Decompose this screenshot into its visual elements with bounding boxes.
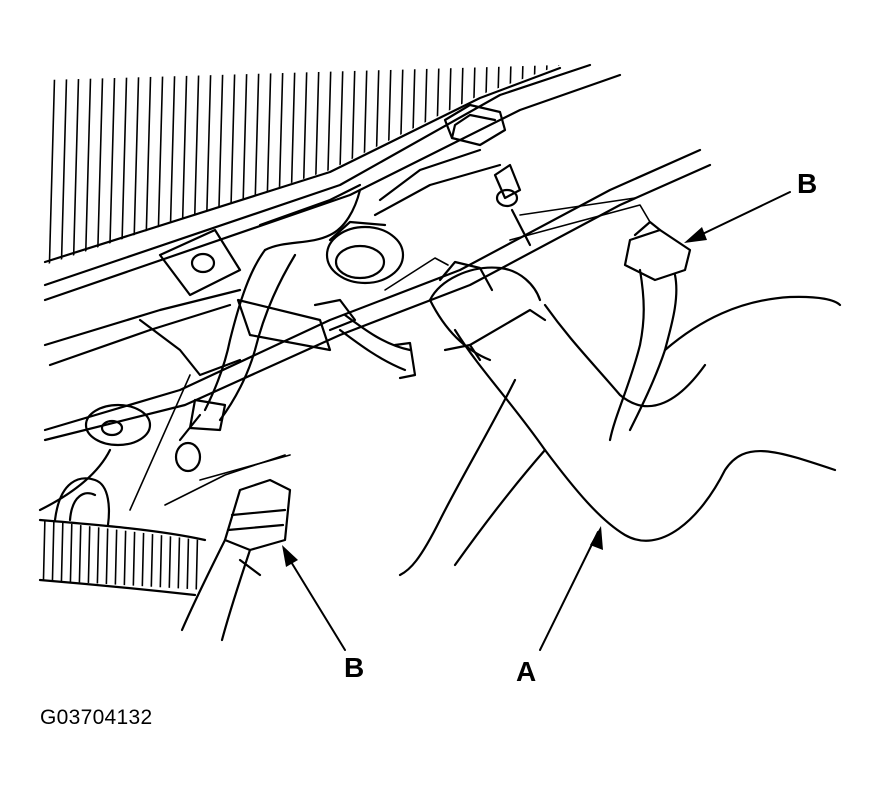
radiator-fin: [216, 65, 224, 265]
radiator-frame: [43, 63, 712, 442]
radiator-fin: [408, 65, 416, 265]
arrow-b-top: [689, 191, 791, 241]
corrugation-ridge: [150, 520, 154, 590]
corrugation-ridge: [141, 520, 145, 590]
radiator-fin: [384, 65, 392, 265]
radiator-fin: [60, 65, 68, 265]
radiator-fin: [168, 65, 176, 265]
mounting-bolt: [493, 163, 532, 247]
corrugation-ridge: [105, 520, 109, 590]
radiator-fin: [528, 65, 536, 265]
radiator-fin: [132, 65, 140, 265]
mounting-nut: [443, 103, 507, 147]
corrugation-ridge: [177, 520, 181, 590]
radiator-mount-bracket: [158, 228, 242, 297]
callout-arrows: [284, 191, 791, 651]
radiator-fin: [444, 65, 452, 265]
radiator-fin: [516, 65, 524, 265]
large-hose-a: [398, 260, 837, 577]
arrow-a: [539, 531, 599, 651]
corrugation-ridge: [42, 520, 46, 590]
radiator-fin: [552, 65, 560, 265]
corrugation-ridge: [96, 520, 100, 590]
radiator-fin: [300, 65, 308, 265]
radiator-fin: [432, 65, 440, 265]
callout-b-upper: B: [797, 168, 818, 199]
radiator-top-edge: [43, 66, 562, 264]
radiator-fin: [228, 65, 236, 265]
radiator-fin: [180, 65, 188, 265]
radiator-fin: [288, 65, 296, 265]
radiator-fin: [120, 65, 128, 265]
radiator-fin: [336, 65, 344, 265]
lower-hose-b: [180, 478, 292, 642]
corrugation-ridge: [195, 520, 199, 590]
radiator-fin: [372, 65, 380, 265]
engine-mount: [38, 403, 152, 512]
radiator-fin: [48, 65, 56, 265]
corrugation-ridge: [87, 520, 91, 590]
radiator-fin: [252, 65, 260, 265]
radiator-fin: [96, 65, 104, 265]
leader-lines: [129, 197, 651, 511]
radiator-fin: [108, 65, 116, 265]
radiator-fin: [84, 65, 92, 265]
small-hose-left: [174, 183, 417, 473]
corrugation-ridge: [51, 520, 55, 590]
radiator-fin: [468, 65, 476, 265]
radiator-fin: [144, 65, 152, 265]
corrugation-ridge: [186, 520, 190, 590]
corrugation-ridge: [69, 520, 73, 590]
hose-boot: [325, 220, 405, 285]
callout-b-lower: B: [344, 652, 365, 683]
radiator-fin: [276, 65, 284, 265]
figure-id: G03704132: [40, 706, 153, 729]
radiator-fin: [204, 65, 212, 265]
radiator-fin: [240, 65, 248, 265]
corrugation-ridge: [60, 520, 64, 590]
corrugation-ridge: [159, 520, 163, 590]
upper-hose-b: [608, 220, 842, 442]
callout-a: A: [516, 656, 537, 687]
radiator-fin: [456, 65, 464, 265]
corrugation-ridge: [78, 520, 82, 590]
radiator-fin: [72, 65, 80, 265]
arrow-b-bottom: [284, 551, 346, 651]
arrowheads: [282, 227, 707, 567]
radiator-fin: [312, 65, 320, 265]
corrugation-ridge: [168, 520, 172, 590]
